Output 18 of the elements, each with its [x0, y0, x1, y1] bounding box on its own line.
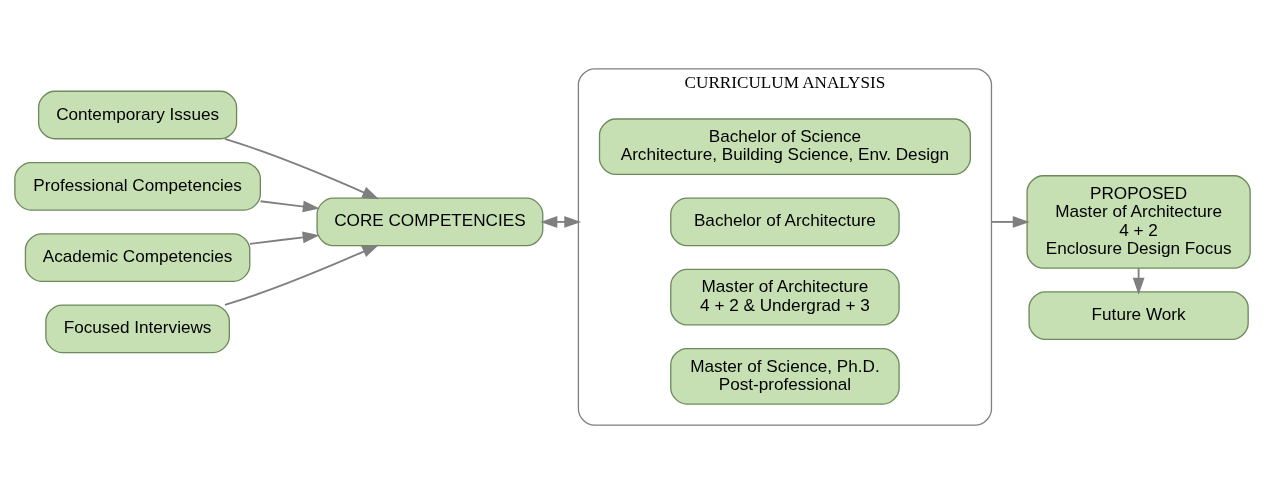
- arrow: [259, 200, 320, 213]
- arrow: [223, 244, 380, 306]
- node-box: Focused Interviews: [45, 304, 230, 354]
- node-box: Master of Architecture 4 + 2 & Undergrad + 3: [670, 268, 900, 326]
- node-box: Contemporary Issues: [37, 90, 238, 140]
- arrow: [540, 216, 582, 228]
- arrow: [990, 216, 1030, 228]
- node-box: Bachelor of Architecture: [670, 197, 900, 247]
- node-box: Professional Competencies: [14, 161, 261, 211]
- node-box: Academic Competencies: [24, 233, 251, 282]
- arrow: [249, 231, 320, 245]
- node-box: CORE COMPETENCIES: [316, 197, 544, 247]
- node-box: PROPOSED Master of Architecture 4 + 2 Enclosure Design Focus: [1026, 175, 1251, 269]
- node-box: Future Work: [1028, 291, 1249, 341]
- arrow: [223, 138, 380, 200]
- node-box: Master of Science, Ph.D. Post-professional: [670, 347, 900, 405]
- node-box: Bachelor of Science Architecture, Building Science, Env. Design: [598, 118, 971, 176]
- arrow: [1132, 267, 1145, 295]
